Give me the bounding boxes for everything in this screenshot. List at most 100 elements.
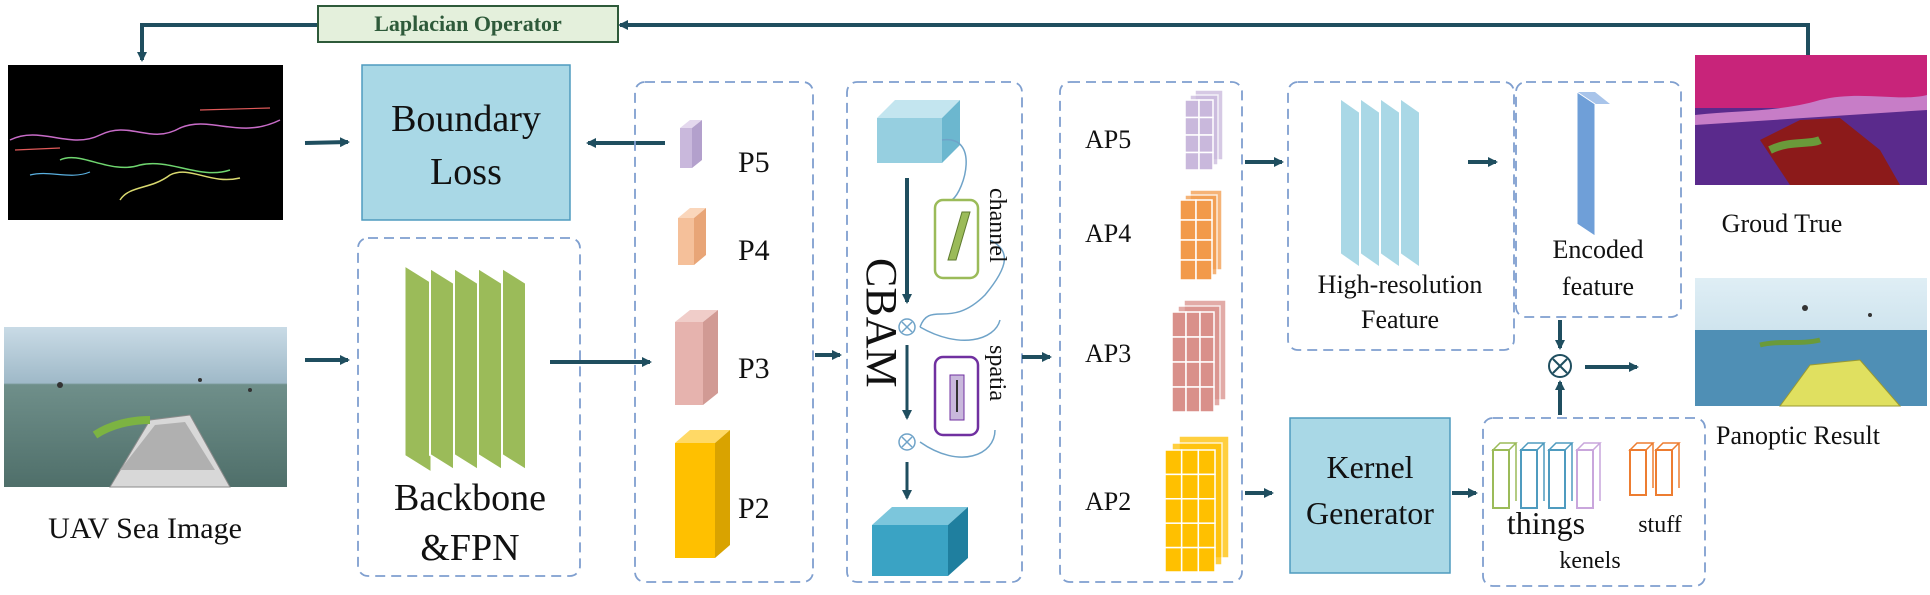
p4-feature: P4 <box>678 208 770 267</box>
p2-label: P2 <box>738 492 770 525</box>
ap4-grid-cell <box>1179 239 1197 261</box>
ap4-grid <box>1179 189 1223 281</box>
cbam-output-cube <box>872 507 968 576</box>
ap4-grid-cell <box>1195 259 1213 281</box>
ap3-grid-cell <box>1199 311 1215 338</box>
ap3-grid-cell <box>1199 361 1215 388</box>
uav-image-caption: UAV Sea Image <box>48 512 242 545</box>
fusion-multiply <box>1548 354 1572 378</box>
ap3-grid <box>1171 299 1227 413</box>
ap2-grid-cell <box>1164 449 1183 476</box>
ap2-grid-cell <box>1180 546 1200 573</box>
p3-feature: P3 <box>675 310 770 405</box>
ap3-grid-cell <box>1199 386 1215 413</box>
encoded-line2: feature <box>1562 272 1634 301</box>
cbam-multiply-1 <box>898 318 916 336</box>
uav-sea-image: UAV Sea Image <box>4 327 287 545</box>
high-res-line1: High-resolution <box>1318 270 1483 299</box>
cbam-channel-label: channel <box>984 188 1010 263</box>
boundary-loss-line2: Loss <box>430 151 502 193</box>
feature-pyramid-block: P5 P4 P3 P2 <box>634 81 814 583</box>
ap2-grid-cell <box>1180 498 1200 524</box>
ap4-grid-cell <box>1195 239 1213 261</box>
backbone-line2: &FPN <box>420 527 519 569</box>
ground-truth-image: Groud True <box>1695 55 1927 238</box>
ap3-grid-cell <box>1171 311 1187 338</box>
ap2-grid-cell <box>1197 498 1216 524</box>
ap3-grid-cell <box>1171 361 1187 388</box>
panoptic-result-image: Panoptic Result <box>1695 278 1927 450</box>
cbam-spatial-label: spatia <box>984 345 1010 401</box>
things-label: things <box>1507 505 1585 541</box>
ap3-grid-cell <box>1199 336 1215 363</box>
edge-image <box>8 65 283 220</box>
ap-grids <box>1164 89 1230 573</box>
cbam-multiply-2 <box>898 433 916 451</box>
ap3-grid-cell <box>1185 361 1201 388</box>
cbam-block: channel spatia CBAM <box>846 81 1023 583</box>
stuff-label: stuff <box>1638 512 1682 538</box>
backbone-line1: Backbone <box>394 477 546 519</box>
ap5-grid-cell <box>1184 116 1200 136</box>
ap-block: AP5 AP4 AP3 AP2 <box>1059 81 1243 583</box>
feedback-arrow-right <box>618 20 1810 55</box>
backbone-layers <box>405 266 527 472</box>
high-res-feature-block: High-resolution Feature <box>1287 81 1515 351</box>
high-res-line2: Feature <box>1361 305 1439 334</box>
ap2-grid-cell <box>1164 473 1183 500</box>
kernel-generator-box: Kernel Generator <box>1289 417 1451 574</box>
encoded-line1: Encoded <box>1553 235 1644 264</box>
ap5-grid-cell <box>1198 134 1214 154</box>
high-res-layers <box>1339 96 1421 270</box>
laplacian-operator-label: Laplacian Operator <box>374 11 562 36</box>
ap5-label: AP5 <box>1085 125 1131 154</box>
p5-feature: P5 <box>680 120 770 179</box>
ap2-grid-cell <box>1164 522 1183 549</box>
thing-kernels <box>1491 442 1602 509</box>
spatial-attention-box <box>933 355 980 437</box>
ground-truth-caption: Groud True <box>1722 209 1843 238</box>
cbam-input-cube <box>877 100 960 163</box>
ap4-grid-cell <box>1195 199 1213 221</box>
ap4-grid-cell <box>1179 259 1197 281</box>
ap2-grid-cell <box>1180 473 1200 500</box>
boundary-loss-line1: Boundary <box>391 98 541 140</box>
boundary-loss-box: Boundary Loss <box>361 64 571 221</box>
kenels-label: kenels <box>1559 548 1620 574</box>
ap2-grid-cell <box>1197 473 1216 500</box>
ap5-grid-cell <box>1184 151 1200 171</box>
ap2-grid-cell <box>1180 522 1200 549</box>
ap2-grid-cell <box>1197 522 1216 549</box>
ap3-grid-cell <box>1185 311 1201 338</box>
feedback-arrow-left <box>137 23 318 62</box>
ap5-grid-cell <box>1184 99 1200 119</box>
ap5-grid-cell <box>1198 116 1214 136</box>
ap3-label: AP3 <box>1085 339 1131 368</box>
p4-label: P4 <box>738 234 770 267</box>
p2-feature: P2 <box>675 430 770 558</box>
stuff-kernels <box>1628 442 1681 496</box>
backbone-fpn-block: Backbone &FPN <box>357 237 581 577</box>
cbam-label: CBAM <box>857 258 906 388</box>
ap3-grid-cell <box>1171 386 1187 413</box>
ap4-grid-cell <box>1179 199 1197 221</box>
ap4-label: AP4 <box>1085 219 1131 248</box>
ap5-grid-cell <box>1198 151 1214 171</box>
ap5-grid-cell <box>1184 134 1200 154</box>
laplacian-feedback: Laplacian Operator <box>137 5 1810 62</box>
ap4-grid-cell <box>1195 219 1213 241</box>
kernels-block: things stuff kenels <box>1482 417 1706 587</box>
ap5-grid-cell <box>1198 99 1214 119</box>
ap5-grid <box>1184 89 1224 171</box>
ap2-grid-cell <box>1197 546 1216 573</box>
ap2-grid-cell <box>1164 498 1183 524</box>
ap2-grid-cell <box>1180 449 1200 476</box>
ap3-grid-cell <box>1171 336 1187 363</box>
ap2-grid-cell <box>1197 449 1216 476</box>
ap4-grid-cell <box>1179 219 1197 241</box>
ap3-grid-cell <box>1185 336 1201 363</box>
p5-label: P5 <box>738 146 770 179</box>
laplacian-operator-box <box>317 5 619 43</box>
encoded-feature-block: Encoded feature <box>1515 81 1682 318</box>
